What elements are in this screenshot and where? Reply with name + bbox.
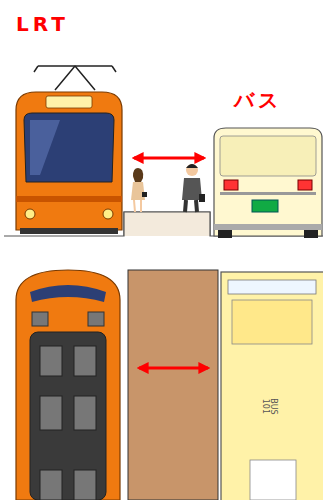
bus-front — [214, 128, 322, 238]
woman — [131, 168, 147, 212]
pantograph — [34, 66, 116, 90]
transfer-arrow — [134, 157, 204, 160]
lrt-top — [16, 270, 120, 500]
transfer-arrow — [139, 367, 208, 370]
bus-top — [221, 272, 323, 500]
lrt-front — [16, 92, 122, 234]
bus-label: バス — [234, 90, 282, 110]
man — [182, 164, 205, 212]
platform-top — [128, 270, 218, 500]
title-label: LRT — [16, 14, 69, 34]
bus-number: BUS 101 — [261, 394, 278, 418]
